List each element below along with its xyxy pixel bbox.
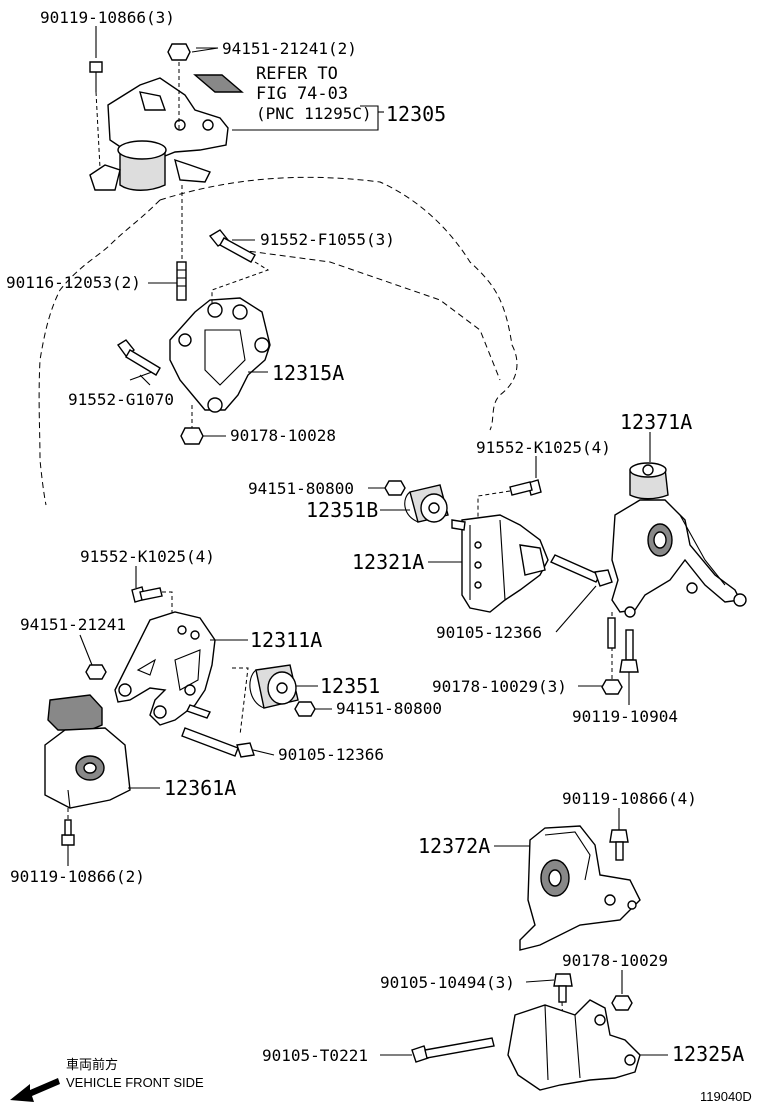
nut-90178-10029-3-icon <box>601 679 623 695</box>
refer-plate-icon <box>193 74 244 93</box>
mount-12361a <box>44 694 131 809</box>
label-90178-10029: 90178-10029 <box>562 951 668 970</box>
label-refer-to: REFER TO <box>256 64 338 84</box>
label-vehicle-jp: 車両前方 <box>66 1057 118 1073</box>
nut-94151-80800-top-icon <box>384 480 406 496</box>
nut-94151-21241-icon <box>85 664 107 680</box>
label-91552-k1025-4-right: 91552-K1025(4) <box>476 438 611 457</box>
engine-outline <box>38 176 518 506</box>
bracket-12315a <box>169 297 271 413</box>
nut-90178-10028-icon <box>180 405 204 445</box>
vehicle-front-arrow-icon <box>10 1078 60 1102</box>
label-12321a: 12321A <box>352 550 424 574</box>
label-12351: 12351 <box>320 674 380 698</box>
bracket-12325a <box>507 999 641 1091</box>
label-94151-80800-bottom: 94151-80800 <box>336 699 442 718</box>
bolt-90105-12366-left-icon <box>181 667 255 758</box>
nut-94151-80800-bottom-icon <box>294 701 316 717</box>
label-91552-f1055-3: 91552-F1055(3) <box>260 230 395 249</box>
label-91552-k1025-4-left: 91552-K1025(4) <box>80 547 215 566</box>
label-12372a: 12372A <box>418 834 490 858</box>
bolt-91552-k1025-4-right-icon <box>477 479 542 520</box>
label-90105-t0221: 90105-T0221 <box>262 1046 368 1065</box>
label-90178-10029-3: 90178-10029(3) <box>432 677 567 696</box>
bolt-91552-g1070-icon <box>116 339 161 381</box>
engine-outline-inner <box>239 249 501 381</box>
label-94151-21241-2: 94151-21241(2) <box>222 39 357 58</box>
label-drawing-id: 119040D <box>700 1089 752 1104</box>
label-90119-10904: 90119-10904 <box>572 707 678 726</box>
bracket-12321a <box>451 514 549 613</box>
nut-90178-10029-icon <box>611 995 633 1011</box>
bolt-91552-f1055-3-icon <box>208 229 270 305</box>
bolt-90105-t0221-icon <box>411 1037 495 1063</box>
label-94151-80800-top: 94151-80800 <box>248 479 354 498</box>
bolt-90119-10866-2-icon <box>61 808 75 846</box>
bracket-12311a <box>114 611 216 726</box>
label-12315a: 12315A <box>272 361 344 385</box>
label-fig-74-03: FIG 74-03 <box>256 84 348 104</box>
bushing-12351 <box>249 664 299 709</box>
bolt-90119-10866-4-icon <box>609 829 629 861</box>
label-90119-10866-2: 90119-10866(2) <box>10 867 145 886</box>
label-12351b: 12351B <box>306 498 378 522</box>
label-91552-g1070: 91552-G1070 <box>68 390 174 409</box>
label-12311a: 12311A <box>250 628 322 652</box>
label-94151-21241: 94151-21241 <box>20 615 126 634</box>
bolt-90119-10866-3-icon <box>89 61 103 169</box>
label-90105-12366-right: 90105-12366 <box>436 623 542 642</box>
label-12305: 12305 <box>386 102 446 126</box>
label-12361a: 12361A <box>164 776 236 800</box>
label-90105-12366-left: 90105-12366 <box>278 745 384 764</box>
bolt-90105-12366-right-icon <box>550 554 613 587</box>
label-12371a: 12371A <box>620 410 692 434</box>
label-90119-10866-3: 90119-10866(3) <box>40 8 175 27</box>
mount-12305 <box>89 77 229 191</box>
leader-lines <box>67 26 668 1056</box>
label-pnc-11295c: (PNC 11295C) <box>256 104 372 123</box>
bushing-12351b <box>404 484 449 523</box>
bolt-90119-10904-icon <box>607 612 639 705</box>
mount-12372a <box>519 825 641 951</box>
label-90116-12053-2: 90116-12053(2) <box>6 273 141 292</box>
label-90105-10494-3: 90105-10494(3) <box>380 973 515 992</box>
nut-94151-21241-2-icon <box>167 43 191 130</box>
label-12325a: 12325A <box>672 1042 744 1066</box>
label-vehicle-front-side: VEHICLE FRONT SIDE <box>66 1075 204 1090</box>
stud-90116-12053-2-icon <box>176 261 187 301</box>
label-90178-10028: 90178-10028 <box>230 426 336 445</box>
mount-12371a <box>611 462 747 618</box>
label-90119-10866-4: 90119-10866(4) <box>562 789 697 808</box>
